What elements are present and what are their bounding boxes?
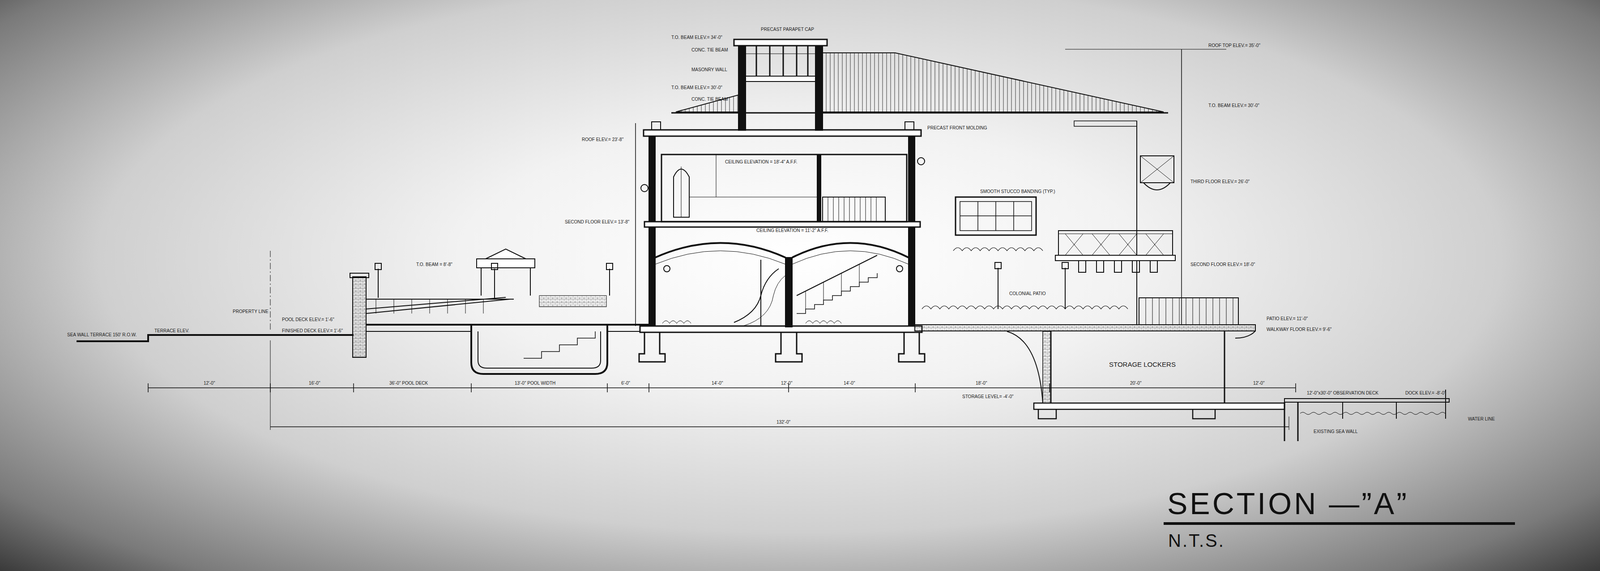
annotation-label: CEILING ELEVATION = 11'-2" A.F.F. (756, 227, 829, 234)
annotation-label: 6'-0" (621, 380, 631, 386)
annotation-label: COLONIAL PATIO (1009, 290, 1046, 297)
annotation-label: T.O. BEAM ELEV.= 30'-0" (1208, 102, 1260, 109)
annotation-label: 12'-0" (780, 380, 793, 386)
annotation-label: SEA WALL TERRACE 150' R.O.W. (67, 332, 137, 338)
annotation-label: 14'-0" (711, 380, 723, 386)
annotation-label: CONC. TIE BEAM (691, 96, 729, 103)
annotation-label: 12'-0"x30'-0" OBSERVATION DECK (1306, 390, 1379, 396)
annotation-label: 14'-0" (843, 380, 855, 386)
annotation-label: TERRACE ELEV. (154, 328, 190, 334)
annotation-label: 16'-0" (308, 380, 320, 386)
annotation-label: T.O. BEAM ELEV.= 34'-0" (671, 34, 723, 41)
annotation-label: PATIO ELEV.= 11'-0" (1266, 315, 1308, 322)
annotation-label: 12'-0" (203, 380, 215, 386)
annotation-label: WATER LINE (1467, 416, 1495, 422)
annotation-label: ROOF TOP ELEV.= 35'-0" (1208, 42, 1261, 49)
annotation-label: SECOND FLOOR ELEV.= 18'-0" (1190, 261, 1255, 268)
annotation-label: POOL DECK ELEV.= 1'-6" (281, 316, 335, 323)
annotation-label: PRECAST PARAPET CAP (760, 26, 815, 33)
annotation-label: STORAGE LEVEL= -4'-0" (962, 393, 1014, 400)
drawing-title: SECTION —”A” (1167, 486, 1409, 521)
annotation-label: STORAGE LOCKERS (1109, 360, 1176, 369)
annotation-label: 20'-0" (1130, 380, 1142, 386)
annotation-label: EXISTING SEA WALL (1313, 428, 1358, 435)
annotation-label: CEILING ELEVATION = 18'-4" A.F.F. (725, 159, 798, 165)
annotation-label: WALKWAY FLOOR ELEV.= 9'-6" (1266, 326, 1332, 333)
annotation-label: 13'-0" POOL WIDTH (514, 380, 556, 386)
annotation-label: FINISHED DECK ELEV.= 1'-6" (281, 328, 343, 334)
annotation-label: MASONRY WALL (691, 67, 728, 73)
annotation-label: THIRD FLOOR ELEV.= 26'-0" (1190, 179, 1250, 185)
annotation-label: PROPERTY LINE (232, 308, 269, 315)
annotation-label: ROOF ELEV.= 23'-8" (581, 136, 624, 143)
annotation-label: SMOOTH STUCCO BANDING (TYP.) (980, 188, 1056, 195)
annotation-label: 18'-0" (975, 380, 987, 386)
annotation-label: 36'-0" POOL DECK (389, 380, 428, 386)
scale-note: N.T.S. (1168, 529, 1225, 551)
annotation-label: T.O. BEAM = 8'-8" (416, 261, 453, 268)
annotation-label: DOCK ELEV.= -8'-0" (1405, 390, 1447, 396)
annotation-label: 12'-0" (1253, 380, 1265, 386)
annotation-label: PRECAST FRONT MOLDING (927, 125, 988, 131)
annotation-label: CONC. TIE BEAM (691, 47, 729, 53)
annotation-label: 132'-0" (776, 419, 791, 425)
annotation-label: T.O. BEAM ELEV.= 30'-0" (671, 85, 723, 91)
annotation-label: SECOND FLOOR ELEV.= 13'-8" (564, 219, 630, 225)
